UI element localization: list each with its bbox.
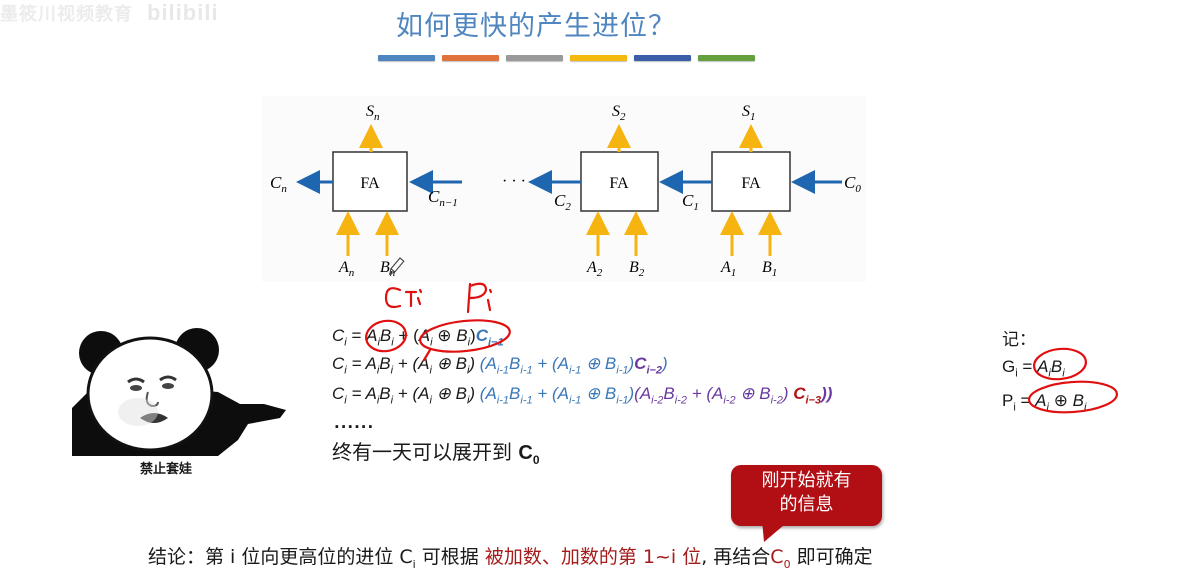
conclusion-text: 结论：第 i 位向更高位的进位 Ci 可根据 被加数、加数的第 1~i 位, 再… [148, 546, 873, 571]
divider-bar [442, 55, 499, 61]
carry-in-label: C0 [844, 173, 861, 195]
b-label: B1 [762, 259, 777, 279]
divider-bar [506, 55, 563, 61]
sum-label: S1 [742, 103, 756, 123]
b-label: Bn [380, 259, 396, 279]
fa-label: FA [741, 175, 761, 192]
carry-out-label: C2 [554, 191, 571, 213]
divider-bar [634, 55, 691, 61]
sum-label: Sn [366, 103, 380, 123]
note-heading: 记： [1002, 330, 1036, 349]
fa-block-2: FA S2 A2 B2 C2 [528, 103, 659, 279]
formula-line-1: Ci = AiBi + (Ai ⊕ Bi)Ci−1 [332, 326, 504, 349]
slide-title: 如何更快的产生进位？ [396, 11, 676, 42]
panda-meme-image [68, 322, 294, 477]
divider-bar [378, 55, 435, 61]
bilibili-logo: bilibili [147, 0, 219, 25]
fa-block-1: FA C1 S1 A1 B1 C0 [659, 103, 861, 279]
ripple-carry-adder-diagram: FA Sn An Bn Cn Cn−1 · · · FA S2 A2 B2 C2 [262, 96, 866, 282]
a-label: An [338, 259, 355, 279]
ellipsis: · · · [502, 173, 526, 190]
formula-line-3: Ci = AiBi + (Ai ⊕ Bi) (Ai-1Bi-1 + (Ai-1 … [332, 384, 833, 407]
callout-line-2: 的信息 [779, 494, 834, 515]
carry-in-label: Cn−1 [428, 187, 458, 209]
g-definition: Gi = AiBi [1002, 357, 1065, 380]
pencil-cursor-icon [388, 257, 405, 276]
color-divider [378, 55, 755, 61]
info-callout-bubble: 刚开始就有 的信息 [731, 465, 882, 526]
watermark-text: 墨筱川视频教育 [0, 4, 133, 25]
formula-ellipsis: ...... [334, 414, 375, 432]
fa-block-n: FA Sn An Bn Cn Cn−1 [270, 103, 462, 279]
fa-label: FA [609, 175, 629, 192]
callout-line-1: 刚开始就有 [761, 470, 852, 491]
b-label: B2 [629, 259, 645, 279]
divider-bar [698, 55, 755, 61]
carry-c1-label: C1 [682, 191, 699, 213]
handwritten-g [384, 287, 402, 309]
a-label: A1 [720, 259, 736, 279]
a-label: A2 [586, 259, 603, 279]
highlight-text: 被加数、加数的第 1~i 位 [484, 546, 702, 568]
definition-note: 记： Gi = AiBi Pi = Ai ⊕ Bi [1002, 326, 1086, 422]
carry-out-label: Cn [270, 173, 287, 195]
handwritten-i-sub [486, 288, 493, 312]
video-watermark: 墨筱川视频教育 bilibili [0, 0, 219, 26]
meme-caption: 禁止套娃 [140, 462, 193, 477]
p-definition: Pi = Ai ⊕ Bi [1002, 391, 1087, 414]
adder-svg: FA Sn An Bn Cn Cn−1 · · · FA S2 A2 B2 C2 [270, 103, 861, 279]
handwritten-p [466, 282, 488, 314]
fa-label: FA [360, 175, 380, 192]
expand-to-c0-text: 终有一天可以展开到 C0 [332, 440, 540, 467]
divider-bar [570, 55, 627, 61]
handwritten-i-sub [404, 288, 423, 308]
formula-line-2: Ci = AiBi + (Ai ⊕ Bi) (Ai-1Bi-1 + (Ai-1 … [332, 354, 668, 377]
fa-box [332, 151, 408, 212]
sum-label: S2 [612, 103, 626, 123]
